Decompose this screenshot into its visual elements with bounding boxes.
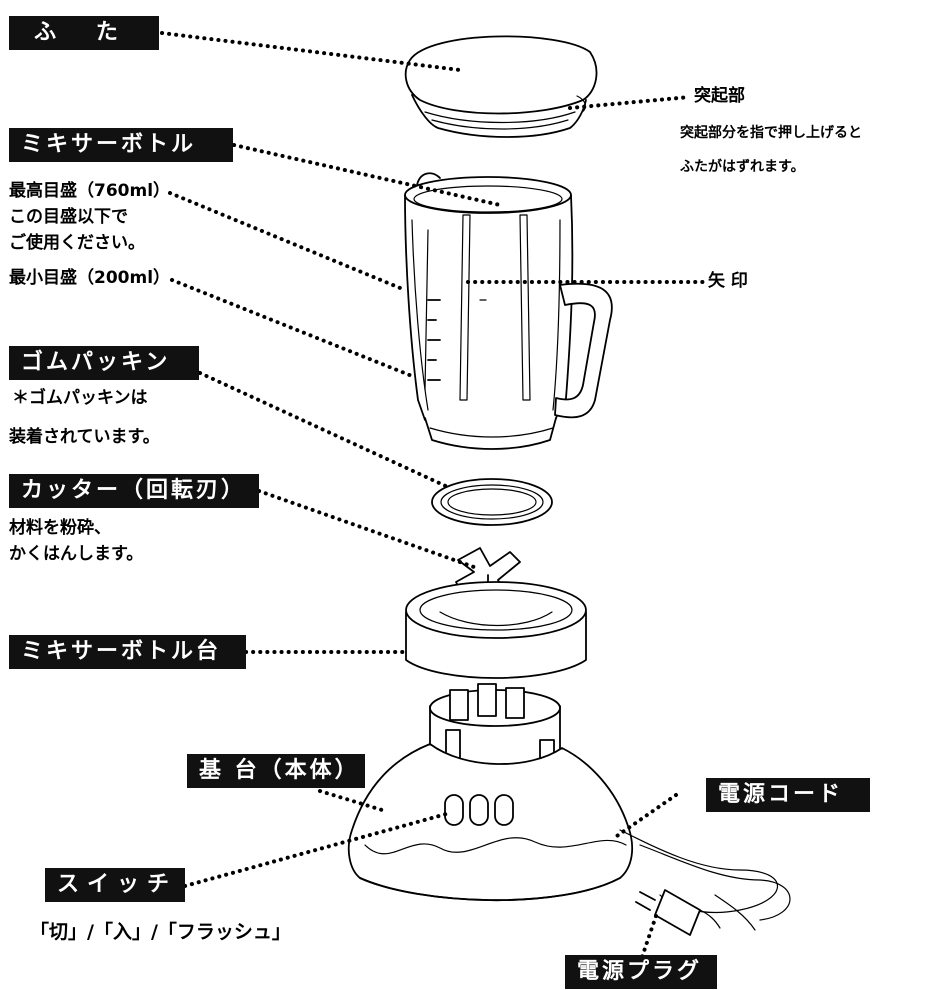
note-arrow-mark: 矢 印 — [708, 271, 748, 291]
note-gasket-2: 装着されています。 — [9, 427, 160, 447]
note-protrusion-title: 突起部 — [694, 86, 745, 106]
rubber-gasket-illustration — [431, 478, 553, 526]
note-min-scale: 最小目盛（200ml） — [9, 268, 171, 288]
label-lid: ふ た — [9, 16, 159, 50]
label-rubber-gasket: ゴムパッキン — [9, 346, 199, 380]
label-power-plug: 電源プラグ — [565, 955, 717, 989]
label-base-body: 基 台（本体） — [187, 754, 365, 788]
label-power-cord: 電源コード — [706, 778, 870, 812]
note-max-scale: 最高目盛（760ml） — [9, 181, 171, 201]
note-cutter-1: 材料を粉砕、 — [9, 518, 111, 538]
note-max-scale-desc-1: この目盛以下で — [9, 207, 128, 227]
mixer-bottle-illustration — [404, 172, 613, 450]
note-protrusion-desc-1: 突起部分を指で押し上げると — [680, 125, 862, 141]
label-mixer-bottle: ミキサーボトル — [9, 128, 233, 162]
power-plug-illustration — [635, 889, 721, 936]
note-gasket-1: ＊ゴムパッキンは — [12, 388, 148, 408]
note-cutter-2: かくはんします。 — [9, 544, 144, 564]
note-max-scale-desc-2: ご使用ください。 — [9, 233, 145, 253]
leader-lines — [160, 31, 707, 962]
label-switch: スイッチ — [45, 868, 185, 902]
label-cutter: カッター（回転刃） — [9, 474, 259, 508]
motor-base-illustration — [347, 683, 634, 902]
note-switch-modes: 「切」/「入」/「フラッシュ」 — [30, 921, 291, 943]
power-cord-illustration — [619, 829, 791, 931]
label-bottle-base: ミキサーボトル台 — [9, 635, 246, 669]
bottle-base-illustration — [405, 581, 587, 679]
lid-illustration — [404, 35, 598, 138]
note-protrusion-desc-2: ふたがはずれます。 — [680, 159, 805, 175]
